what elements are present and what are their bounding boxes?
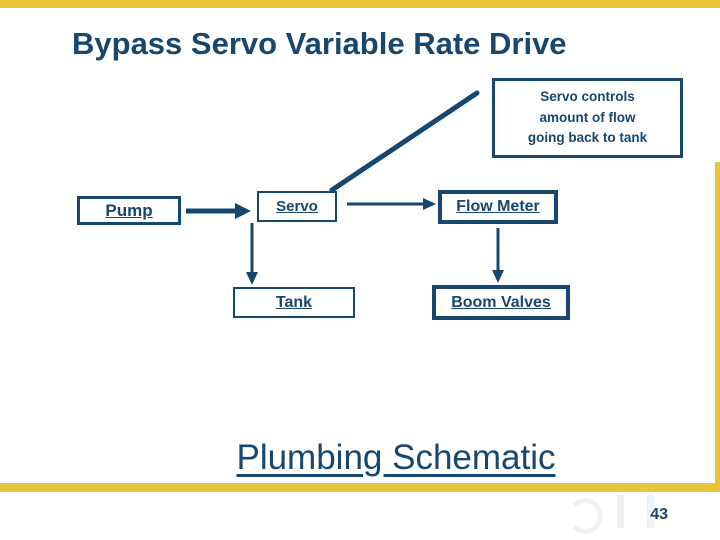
top-accent-bar: [0, 0, 720, 8]
diagram-node-tank: Tank: [233, 287, 355, 318]
slide-title: Bypass Servo Variable Rate Drive: [72, 26, 567, 61]
callout-leader-line: [329, 90, 480, 193]
arrowhead-servo-flowmeter: [423, 198, 436, 210]
ghost-logo-mark: [567, 498, 603, 534]
callout-line: Servo controls: [540, 88, 635, 104]
arrowhead-flowmeter-boomvalves: [492, 270, 504, 283]
callout-line: going back to tank: [527, 130, 648, 146]
callout-box: Servo controls amount of flow going back…: [492, 78, 683, 158]
page-number: 43: [650, 506, 668, 523]
diagram-node-servo: Servo: [257, 191, 337, 222]
slide-caption: Plumbing Schematic: [236, 438, 556, 477]
diagram-node-pump: Pump: [77, 196, 181, 225]
ghost-logo-bar: [617, 494, 624, 528]
right-accent-bar: [715, 162, 720, 492]
callout-line: amount of flow: [539, 109, 636, 125]
diagram-node-flow-meter: Flow Meter: [438, 190, 558, 224]
arrowhead-pump-servo: [235, 203, 251, 219]
arrowhead-servo-tank: [246, 272, 258, 285]
diagram-node-boom-valves: Boom Valves: [432, 285, 570, 320]
bottom-accent-bar: [0, 483, 720, 492]
